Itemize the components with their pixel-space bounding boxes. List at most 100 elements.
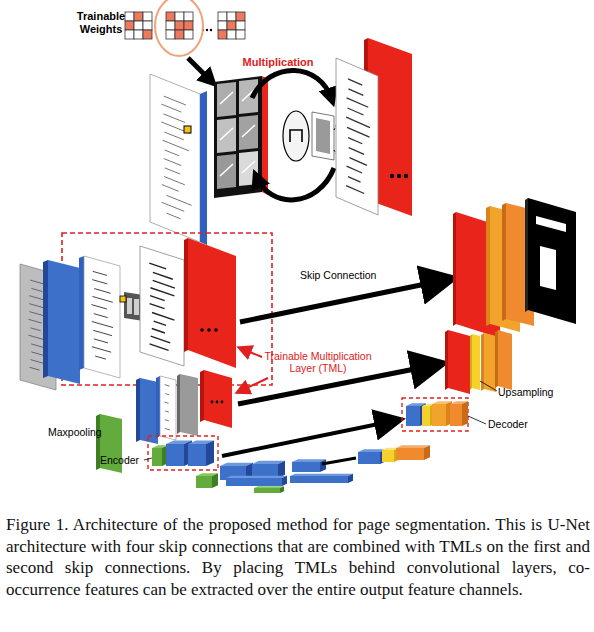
callout-box: [402, 398, 468, 431]
weight-cell: [236, 21, 245, 30]
block-front: [450, 404, 462, 426]
decoder-layer-edge: [470, 334, 472, 390]
block-front: [152, 448, 162, 466]
text-line: [164, 96, 186, 105]
text-line: [94, 339, 108, 343]
block-front: [382, 450, 394, 462]
decoder-layer: [484, 333, 496, 392]
block-side: [280, 486, 284, 493]
ellipsis-dot: [206, 29, 208, 31]
text-line: [94, 289, 110, 294]
weight-cell: [125, 12, 134, 21]
weight-cell: [227, 21, 236, 30]
text-line: [29, 312, 43, 316]
feature-texture: [220, 92, 233, 104]
block-front: [292, 462, 320, 472]
weight-cell: [134, 12, 143, 21]
ellipsis-dot: [216, 401, 219, 404]
cycle-arrow: [252, 70, 332, 100]
block-side: [462, 401, 468, 426]
text-line: [150, 288, 174, 296]
text-line: [162, 185, 179, 192]
weight-cell: [175, 21, 184, 30]
callout-arrow: [238, 378, 268, 392]
text-line: [348, 138, 362, 144]
feature-map: [134, 299, 139, 315]
feature-texture: [220, 128, 233, 140]
skip-connection-arrow: [240, 279, 450, 322]
weight-cell: [184, 12, 193, 21]
text-line: [91, 305, 107, 309]
feature-map: [217, 118, 236, 153]
stage-label: Decoder: [488, 418, 544, 430]
text-line: [165, 428, 170, 430]
stage-label: Upsampling: [498, 386, 570, 398]
decoder-layer: [448, 330, 470, 394]
leader-line: [480, 381, 497, 391]
tml-output-panel: [204, 370, 232, 428]
block-front: [188, 444, 206, 466]
callout-label: Trainable Multiplication Layer (TML): [262, 350, 374, 374]
weight-cell: [125, 30, 134, 39]
skip-connection-arrow: [222, 420, 398, 456]
weight-cell: [218, 12, 227, 21]
text-line: [92, 296, 112, 302]
ellipsis-dot: [211, 401, 214, 404]
block-front: [196, 476, 212, 488]
weight-cell: [134, 21, 143, 30]
text-line: [150, 296, 165, 301]
text-line: [164, 132, 183, 140]
feature-map: [217, 82, 236, 117]
text-line: [164, 177, 185, 185]
figure-caption: Figure 1. Architecture of the proposed m…: [6, 514, 590, 600]
text-line: [149, 263, 166, 269]
text-line: [161, 104, 181, 112]
block-side: [424, 445, 430, 460]
text-line: [349, 158, 366, 166]
decoder-layer-edge: [486, 206, 490, 326]
weight-cell: [166, 12, 175, 21]
weight-cell: [166, 21, 175, 30]
text-line: [151, 336, 171, 343]
feature-map: [312, 112, 334, 160]
ellipsis-dot: [214, 328, 218, 332]
document-panel: [336, 58, 378, 215]
feature-texture: [242, 161, 255, 173]
operation-label: Multiplication: [232, 56, 324, 69]
text-line: [346, 117, 370, 127]
weight-cell: [143, 12, 152, 21]
stage-label: Encoder: [100, 454, 150, 466]
decoder-layer-edge: [495, 330, 498, 388]
connection-label: Skip Connection: [300, 269, 400, 281]
feature-map-edge: [262, 76, 268, 195]
text-line: [349, 148, 364, 155]
block-front: [166, 444, 184, 466]
feature-map: [217, 154, 236, 189]
feature-map: [239, 151, 258, 186]
text-line: [95, 356, 106, 359]
segment-region: [536, 216, 566, 232]
text-line: [165, 411, 169, 412]
text-line: [348, 89, 363, 95]
text-line: [92, 280, 107, 284]
block-top: [226, 476, 287, 478]
feature-map: [127, 298, 132, 314]
weight-cell: [218, 30, 227, 39]
block-side: [320, 459, 326, 472]
text-line: [348, 108, 364, 115]
feature-page-edge: [79, 256, 84, 370]
block-front: [290, 476, 348, 483]
text-line: [165, 394, 169, 395]
tml-output-panel-edge: [184, 238, 188, 352]
block-side: [206, 440, 214, 466]
text-line: [347, 127, 370, 137]
feature-page: [160, 376, 176, 440]
block-top: [254, 486, 284, 488]
conv-layer: [48, 260, 80, 384]
segmentation-output: [528, 198, 576, 324]
text-line: [30, 328, 40, 331]
block-side: [282, 476, 287, 486]
text-line: [166, 195, 191, 205]
decoder-layer: [498, 330, 512, 390]
text-line: [150, 304, 165, 309]
